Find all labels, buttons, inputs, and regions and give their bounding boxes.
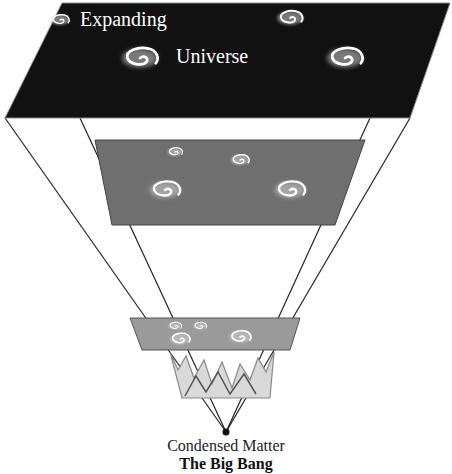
point-label: Condensed Matter <box>167 437 285 455</box>
singularity-point <box>223 429 230 436</box>
explosion-flames <box>185 372 256 396</box>
explosion <box>170 352 274 398</box>
plane-label: Universe <box>176 47 248 65</box>
figure-caption: The Big Bang <box>179 455 272 473</box>
plane-label: Expanding <box>80 10 167 28</box>
early-plane <box>130 318 300 350</box>
universe-plane <box>5 3 450 118</box>
cone-lines <box>5 118 410 432</box>
middle-plane <box>95 140 365 225</box>
